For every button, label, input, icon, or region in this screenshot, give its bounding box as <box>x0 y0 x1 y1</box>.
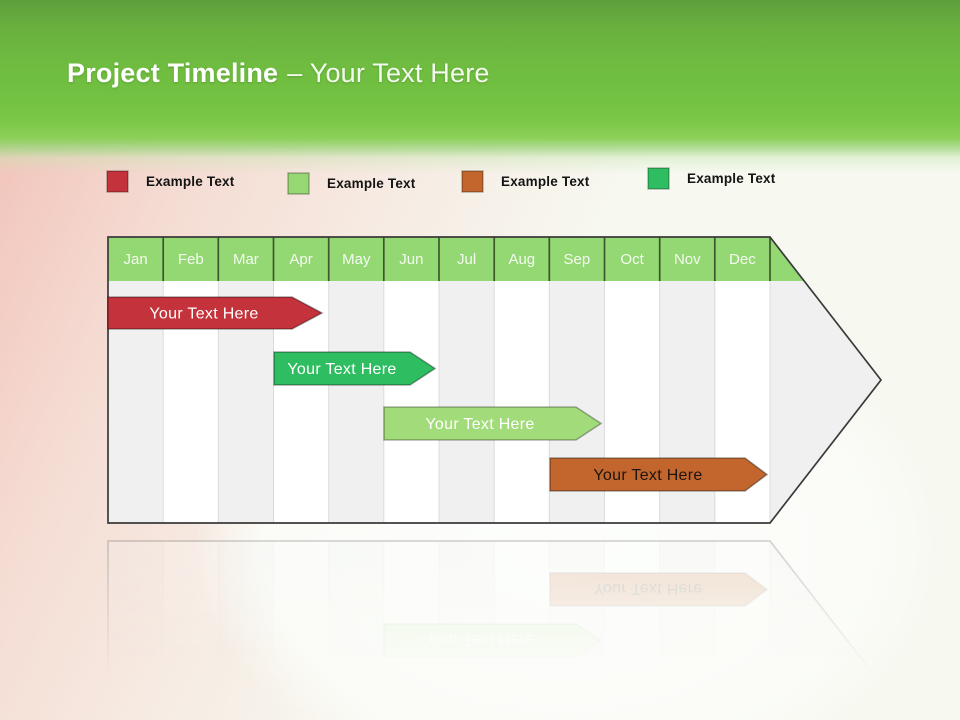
legend-item-4[interactable]: Example Text <box>647 166 775 190</box>
legend-label: Example Text <box>327 175 416 191</box>
task-bar-2[interactable]: Your Text Here <box>273 351 437 386</box>
month-label-feb: Feb <box>178 251 204 268</box>
timeline-chart[interactable]: Jan Feb Mar Apr May Jun Jul Aug Sep Oct … <box>104 233 888 529</box>
legend-swatch-red-icon <box>106 169 129 193</box>
task-bar-2-shape <box>273 351 437 386</box>
task-bar-1[interactable]: Your Text Here <box>107 296 324 330</box>
arrow-outline <box>107 236 883 524</box>
month-label-jan: Jan <box>124 251 148 268</box>
task-bar-1-shape <box>107 296 324 330</box>
month-label-sep: Sep <box>564 251 591 268</box>
month-label-jul: Jul <box>457 251 476 268</box>
slide-title-main: Project Timeline <box>67 58 279 88</box>
month-header-separators <box>162 237 771 281</box>
timeline-arrow-shape: Jan Feb Mar Apr May Jun Jul Aug Sep Oct … <box>107 236 883 524</box>
month-label-may: May <box>342 251 371 268</box>
slide-title[interactable]: Project Timeline – Your Text Here <box>67 58 490 89</box>
task-bar-4[interactable]: Your Text Here <box>549 457 769 492</box>
legend-item-1[interactable]: Example Text <box>106 169 234 193</box>
month-labels: Jan Feb Mar Apr May Jun Jul Aug Sep Oct … <box>124 251 757 268</box>
task-bar-4-label: Your Text Here <box>593 467 702 484</box>
task-bar-3[interactable]: Your Text Here <box>383 406 603 441</box>
month-label-mar: Mar <box>233 251 259 268</box>
arrowhead-fill <box>770 281 881 523</box>
task-bar-4-shape <box>549 457 769 492</box>
task-bar-2-label: Your Text Here <box>287 361 396 378</box>
legend-swatch-lightgreen-icon <box>287 171 310 195</box>
month-header-band <box>108 237 804 281</box>
legend-swatch-green-icon <box>647 166 670 190</box>
month-label-dec: Dec <box>729 251 756 268</box>
month-label-apr: Apr <box>289 251 312 268</box>
legend-item-2[interactable]: Example Text <box>287 171 415 195</box>
month-label-jun: Jun <box>399 251 423 268</box>
legend-label: Example Text <box>501 173 590 189</box>
month-label-oct: Oct <box>620 251 644 268</box>
legend-label: Example Text <box>687 170 776 186</box>
month-label-nov: Nov <box>674 251 701 268</box>
task-bar-3-label: Your Text Here <box>425 416 534 433</box>
legend-label: Example Text <box>146 173 235 189</box>
legend-swatch-orange-icon <box>461 169 484 193</box>
slide-title-suffix: – Your Text Here <box>287 58 490 88</box>
task-bar-1-label: Your Text Here <box>149 306 258 323</box>
task-bar-3-shape <box>383 406 603 441</box>
legend-item-3[interactable]: Example Text <box>461 169 589 193</box>
month-label-aug: Aug <box>508 251 535 268</box>
